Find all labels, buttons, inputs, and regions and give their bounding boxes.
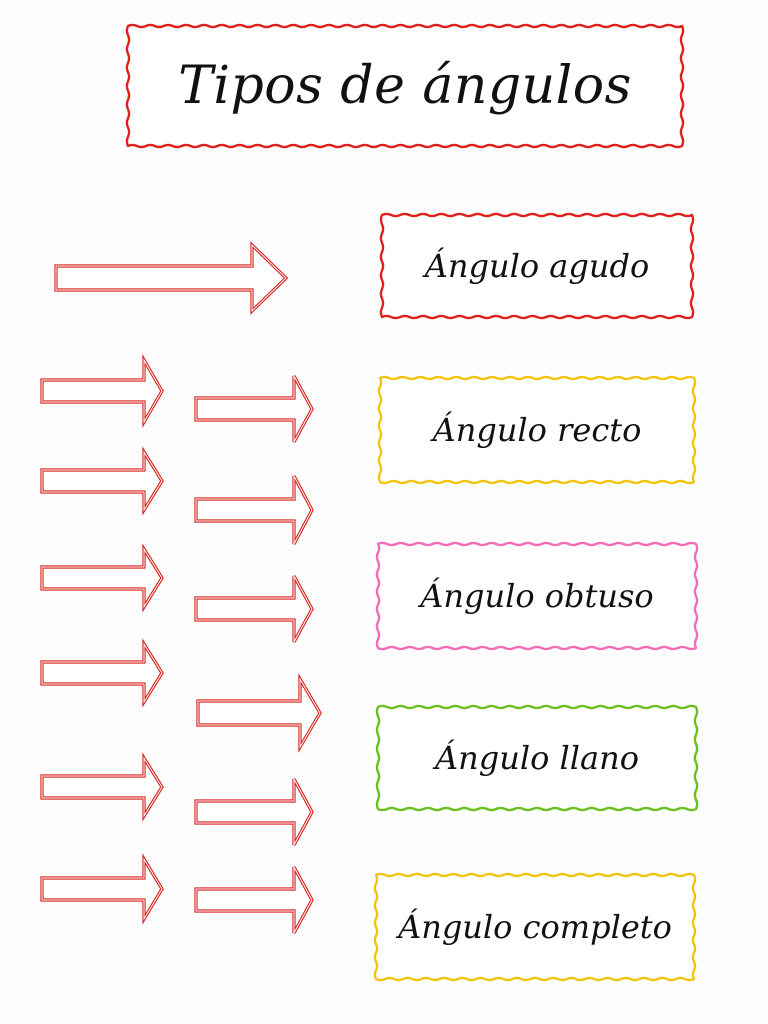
- card-label-llano: Ángulo llano: [435, 739, 639, 777]
- card-wavy-border: [375, 704, 699, 812]
- page-title: Tipos de ángulos: [178, 56, 632, 116]
- title-card: Tipos de ángulos: [124, 22, 686, 150]
- arrow-inner-line: [195, 475, 313, 545]
- card-wavy-border: [379, 212, 695, 320]
- arrow-icon: [194, 778, 314, 846]
- arrow-icon: [194, 475, 314, 545]
- card-wavy-border: [377, 375, 697, 485]
- arrow-inner-line: [197, 677, 321, 749]
- title-wavy-border: [125, 23, 685, 149]
- card-label-recto: Ángulo recto: [432, 411, 642, 449]
- arrow-inner-line: [195, 375, 313, 443]
- arrow-inner-line: [41, 756, 163, 818]
- angle-card-llano: Ángulo llano: [374, 703, 700, 813]
- card-wavy-border: [375, 541, 699, 651]
- arrow-inner-line: [41, 642, 163, 704]
- arrow-inner-line: [41, 547, 163, 609]
- arrow-icon: [194, 575, 314, 643]
- arrow-icon: [196, 673, 322, 753]
- angle-card-agudo: Ángulo agudo: [378, 211, 696, 321]
- wavy-border-line: [373, 872, 697, 982]
- wavy-border-line: [125, 23, 685, 149]
- card-label-obtuso: Ángulo obtuso: [420, 577, 654, 615]
- arrow-inner-line: [41, 358, 163, 424]
- wavy-border-line: [377, 375, 697, 485]
- wavy-border-line: [375, 541, 699, 651]
- angle-card-obtuso: Ángulo obtuso: [374, 540, 700, 652]
- arrow-icon: [194, 866, 314, 934]
- arrow-icon: [194, 375, 314, 443]
- card-label-agudo: Ángulo agudo: [424, 247, 650, 285]
- card-wavy-border: [373, 872, 697, 982]
- arrow-inner-line: [195, 778, 313, 846]
- wavy-border-line: [379, 212, 695, 320]
- arrow-inner-line: [55, 243, 287, 313]
- arrow-inner-line: [41, 857, 163, 921]
- wavy-border-line: [375, 704, 699, 812]
- arrow-inner-line: [195, 866, 313, 934]
- card-label-completo: Ángulo completo: [398, 908, 672, 946]
- angle-card-completo: Ángulo completo: [372, 871, 698, 983]
- arrow-inner-line: [41, 450, 163, 512]
- angle-card-recto: Ángulo recto: [376, 374, 698, 486]
- arrow-inner-line: [195, 575, 313, 643]
